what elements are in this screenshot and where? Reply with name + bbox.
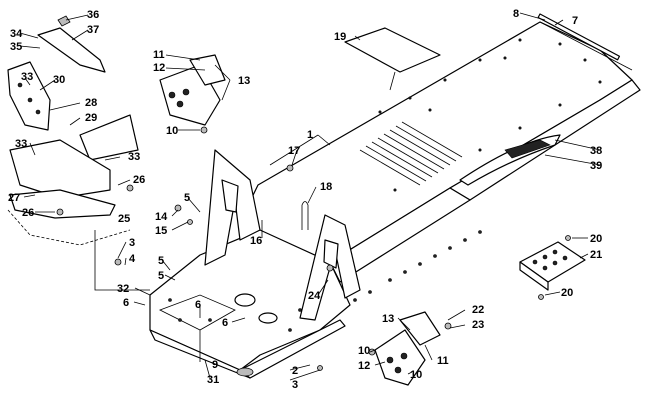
callout-38: 38	[590, 145, 602, 157]
callout-6: 6	[222, 317, 228, 329]
callout-10: 10	[166, 125, 178, 137]
callout-17: 17	[288, 145, 300, 157]
callout-5: 5	[158, 255, 164, 267]
callout-9: 9	[212, 359, 218, 371]
callout-6: 6	[195, 299, 201, 311]
chassis-tunnel	[239, 21, 641, 302]
callout-30: 30	[53, 74, 65, 86]
callout-35: 35	[10, 41, 22, 53]
callout-20: 20	[561, 287, 573, 299]
fasteners	[56, 164, 571, 371]
callout-28: 28	[85, 97, 97, 109]
callout-16: 16	[250, 235, 262, 247]
callout-32: 32	[117, 283, 129, 295]
callout-33: 33	[128, 151, 140, 163]
callout-10: 10	[410, 369, 422, 381]
callout-15: 15	[155, 225, 167, 237]
callout-3: 3	[292, 379, 298, 391]
callout-31: 31	[207, 374, 219, 386]
callout-33: 33	[15, 138, 27, 150]
lower-mount-block	[368, 311, 441, 386]
callout-21: 21	[590, 249, 602, 261]
callout-23: 23	[472, 319, 484, 331]
callout-1: 1	[307, 129, 313, 141]
callout-26: 26	[133, 174, 145, 186]
callout-18: 18	[320, 181, 332, 193]
callout-13: 13	[382, 313, 394, 325]
callout-39: 39	[590, 160, 602, 172]
callout-36: 36	[87, 9, 99, 21]
callout-2: 2	[292, 365, 298, 377]
callout-12: 12	[358, 360, 370, 372]
leader-lines	[19, 12, 601, 381]
callout-7: 7	[572, 15, 578, 27]
callout-12: 12	[153, 62, 165, 74]
callout-22: 22	[472, 304, 484, 316]
callout-25: 25	[118, 213, 130, 225]
callout-27: 27	[8, 192, 20, 204]
callout-20: 20	[590, 233, 602, 245]
callout-8: 8	[513, 8, 519, 20]
footrest-plate	[519, 241, 586, 291]
callout-29: 29	[85, 112, 97, 124]
pin-rod	[301, 201, 309, 230]
callout-labels: 34 35 36 37 33 30 28 29 33 33 26 27 26 2…	[8, 8, 602, 391]
callout-5: 5	[184, 192, 190, 204]
callout-13: 13	[238, 75, 250, 87]
callout-11: 11	[437, 355, 449, 367]
callout-33: 33	[21, 71, 33, 83]
rail-strip	[537, 13, 621, 61]
callout-19: 19	[334, 31, 346, 43]
callout-26: 26	[22, 207, 34, 219]
callout-5: 5	[158, 270, 164, 282]
upper-mount-block	[159, 54, 226, 134]
callout-4: 4	[129, 253, 136, 265]
callout-6: 6	[123, 297, 129, 309]
callout-34: 34	[10, 28, 23, 40]
callout-37: 37	[87, 24, 99, 36]
callout-10: 10	[358, 345, 370, 357]
left-upper-brackets	[7, 15, 139, 219]
callout-3: 3	[129, 237, 135, 249]
callout-24: 24	[308, 290, 321, 302]
callout-11: 11	[153, 49, 165, 61]
callout-14: 14	[155, 211, 168, 223]
reflector-plate	[344, 27, 441, 73]
